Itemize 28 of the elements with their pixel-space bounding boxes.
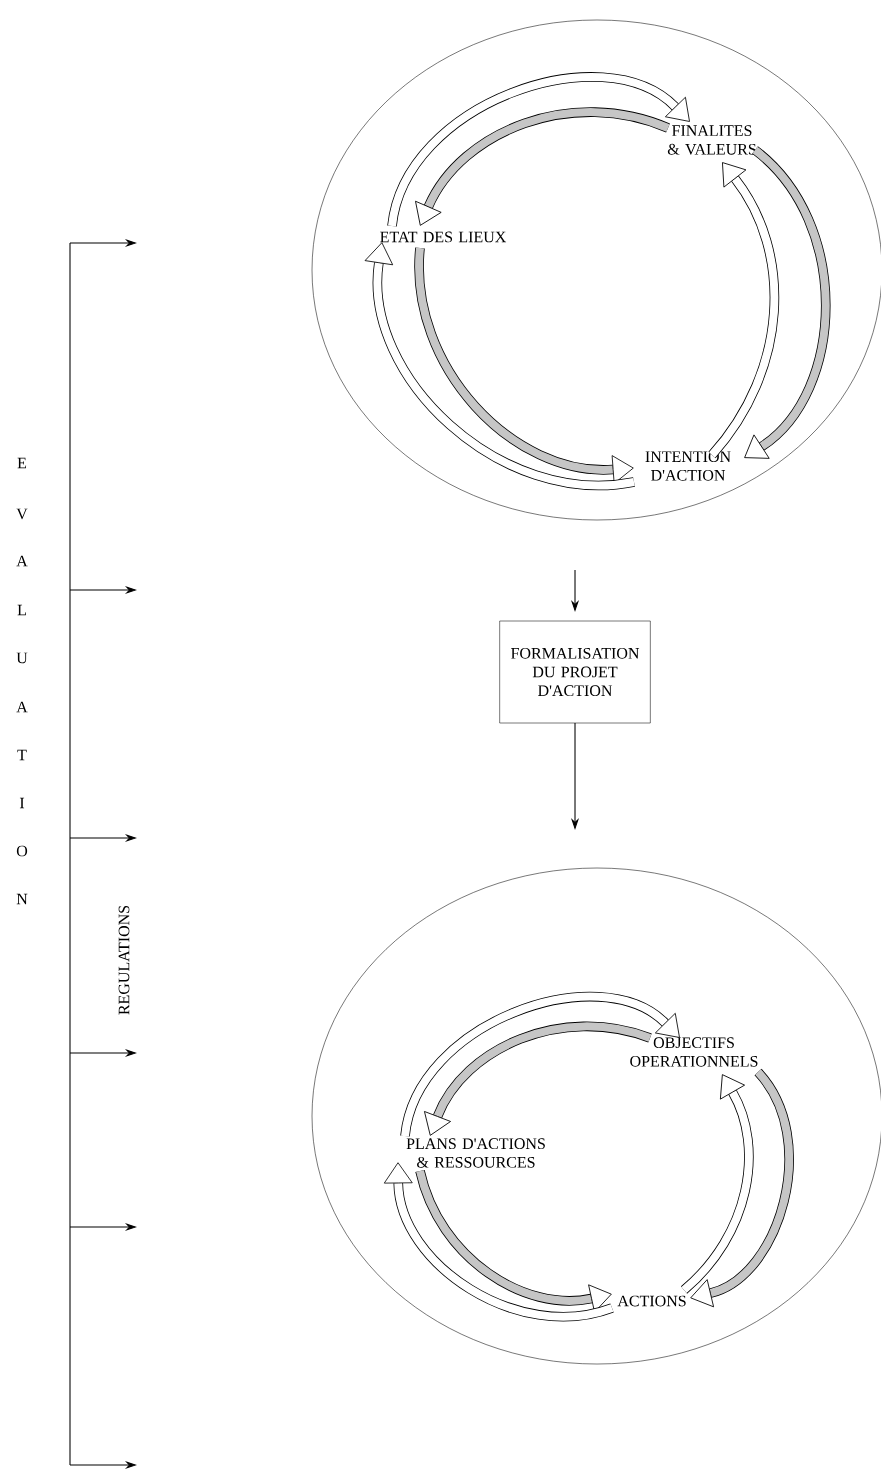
vertical-letter: L bbox=[17, 604, 26, 616]
curved-arrow bbox=[415, 107, 670, 226]
vertical-letter: O bbox=[16, 845, 28, 857]
vertical-letter: T bbox=[17, 749, 27, 761]
curved-arrow bbox=[400, 992, 680, 1138]
process-box: FORMALISATION DU PROJET D'ACTION bbox=[499, 620, 651, 724]
curved-arrow bbox=[364, 242, 635, 491]
step-label: OBJECTIFS OPERATIONNELS bbox=[630, 1037, 758, 1067]
vertical-letter: U bbox=[16, 652, 28, 664]
step-label: INTENTION D'ACTION bbox=[645, 451, 731, 481]
step-label: PLANS D'ACTIONS & RESSOURCES bbox=[406, 1138, 545, 1168]
side-label: REGULATIONS bbox=[118, 905, 130, 1015]
vertical-letter: E bbox=[17, 457, 27, 469]
step-label: ACTIONS bbox=[617, 1295, 686, 1307]
vertical-letter: N bbox=[16, 893, 28, 905]
step-label: FINALITES & VALEURS bbox=[667, 125, 756, 155]
curved-arrow bbox=[424, 1021, 652, 1136]
curved-arrow bbox=[744, 146, 831, 459]
vertical-letter: I bbox=[19, 797, 25, 809]
curved-arrow bbox=[383, 1162, 614, 1322]
vertical-letter: V bbox=[16, 508, 28, 520]
curved-arrow bbox=[387, 72, 690, 228]
curved-arrow bbox=[680, 1074, 754, 1294]
curved-arrow bbox=[690, 1069, 794, 1308]
vertical-letter: A bbox=[16, 555, 28, 567]
step-label: ETAT DES LIEUX bbox=[380, 231, 507, 243]
curved-arrow bbox=[708, 162, 779, 458]
vertical-letter: A bbox=[16, 701, 28, 713]
